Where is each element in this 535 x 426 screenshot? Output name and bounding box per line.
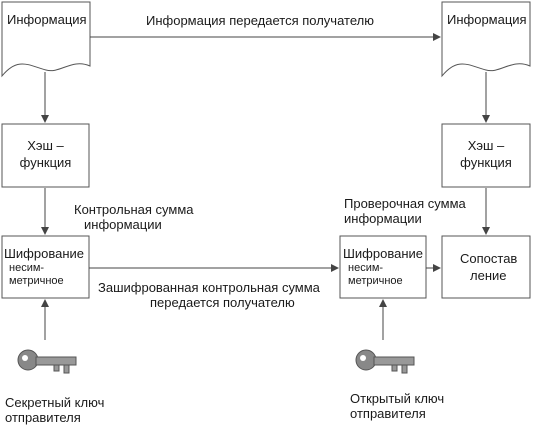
left-hash-line1: Хэш – — [27, 138, 64, 153]
encrypted-checksum-label-line2: передается получателю — [150, 295, 295, 310]
left-encrypt-line1: Шифрование — [4, 246, 84, 261]
right-encrypt-line1: Шифрование — [343, 246, 423, 261]
right-key-icon — [355, 349, 415, 374]
right-document-shape — [441, 1, 531, 78]
right-hash-line2: функция — [460, 155, 512, 170]
compare-box — [441, 235, 531, 299]
checksum-label-line2: информации — [84, 217, 162, 232]
public-key-label-line1: Открытый ключ — [350, 391, 445, 406]
top-arrow-label: Информация передается получателю — [146, 13, 374, 28]
right-hash-line1: Хэш – — [467, 138, 505, 153]
right-encrypt-box — [339, 235, 427, 299]
verify-label-line2: информации — [344, 211, 422, 226]
secret-key-label-line2: отправителя — [5, 410, 81, 425]
secret-key-label-line1: Секретный ключ — [5, 395, 105, 410]
left-hash-box — [1, 123, 90, 188]
left-encrypt-line3: метричное — [9, 275, 64, 287]
left-document-label: Информация — [7, 12, 87, 27]
public-key-label-line2: отправителя — [350, 406, 426, 421]
left-encrypt-line2: несим- — [9, 262, 45, 274]
right-document-label: Информация — [447, 12, 527, 27]
checksum-label-line1: Контрольная сумма — [74, 202, 194, 217]
left-document-shape — [1, 1, 91, 78]
right-encrypt-line2: несим- — [348, 262, 384, 274]
left-hash-line2: функция — [19, 155, 72, 170]
right-hash-box — [441, 123, 531, 188]
encrypted-checksum-label-line1: Зашифрованная контрольная сумма — [98, 280, 320, 295]
left-encrypt-box — [1, 235, 90, 299]
verify-label-line1: Проверочная сумма — [344, 196, 466, 211]
compare-line2: ление — [470, 268, 507, 283]
compare-line1: Сопостав — [460, 251, 518, 266]
left-key-icon — [17, 349, 77, 374]
right-encrypt-line3: метричное — [348, 275, 403, 287]
